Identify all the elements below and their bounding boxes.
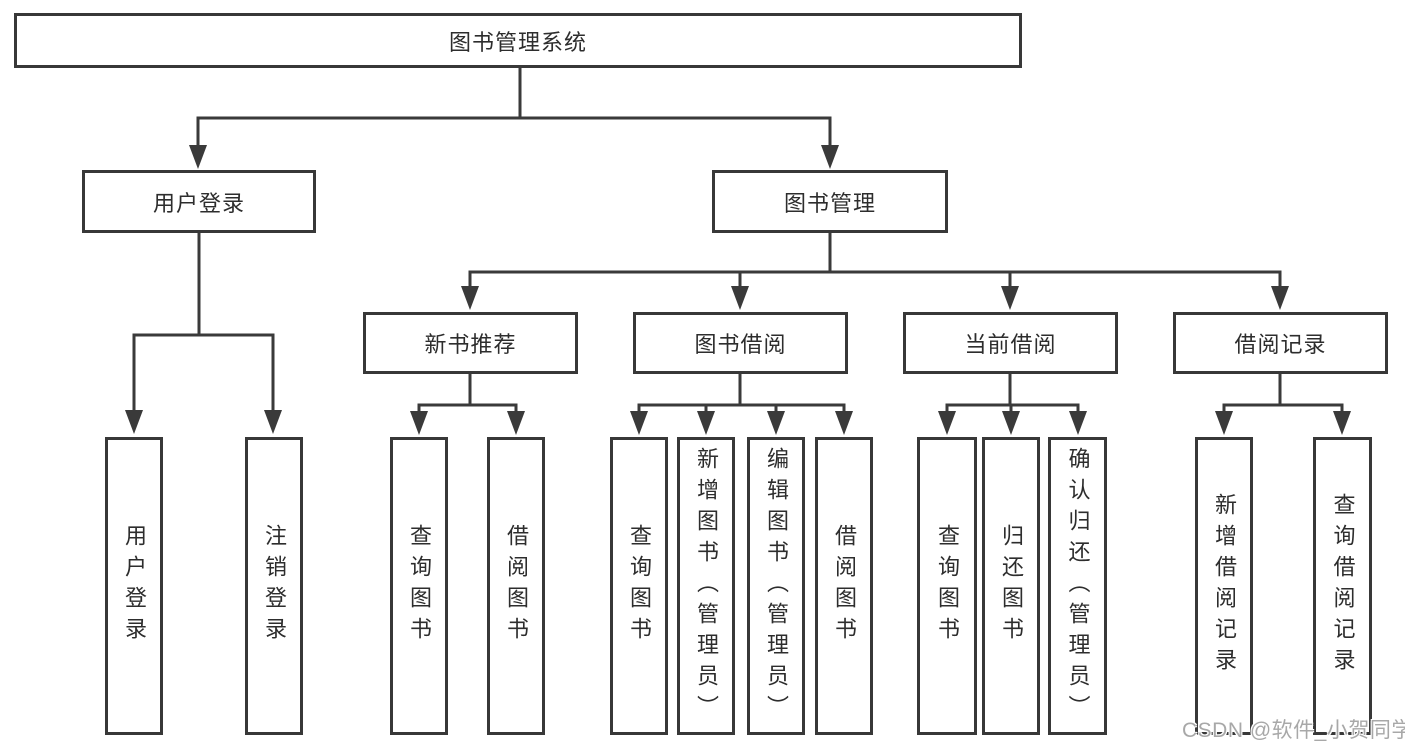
node-new-book-recommendation-label: 新书推荐 bbox=[424, 332, 517, 357]
node-leaf-logout-label: 注销登录 bbox=[262, 524, 287, 648]
watermark: CSDN @软件_小贺同学 bbox=[1182, 719, 1405, 742]
node-borrowing-records: 借阅记录 bbox=[1173, 312, 1388, 374]
node-user-login-label: 用户登录 bbox=[152, 190, 245, 216]
node-leaf-query-borrow-record-label: 查询借阅记录 bbox=[1330, 493, 1356, 679]
node-leaf-edit-book-admin: 编辑图书（管理员） bbox=[747, 437, 805, 735]
node-leaf-confirm-return-admin: 确认归还（管理员） bbox=[1048, 437, 1107, 735]
node-leaf-logout: 注销登录 bbox=[245, 437, 303, 735]
node-book-borrowing: 图书借阅 bbox=[633, 312, 848, 374]
node-leaf-edit-book-admin-label: 编辑图书（管理员） bbox=[764, 446, 789, 726]
node-leaf-borrow-books-recommend: 借阅图书 bbox=[487, 437, 545, 735]
node-leaf-borrow-books-label: 借阅图书 bbox=[832, 524, 857, 648]
node-root: 图书管理系统 bbox=[14, 13, 1022, 68]
node-leaf-query-borrow-record: 查询借阅记录 bbox=[1313, 437, 1372, 735]
node-leaf-query-books-current: 查询图书 bbox=[917, 437, 977, 735]
node-leaf-query-books-borrowing: 查询图书 bbox=[610, 437, 668, 735]
node-leaf-query-books-recommend: 查询图书 bbox=[390, 437, 448, 735]
node-leaf-query-books-recommend-label: 查询图书 bbox=[407, 524, 432, 648]
node-leaf-query-books-current-label: 查询图书 bbox=[935, 524, 960, 648]
node-new-book-recommendation: 新书推荐 bbox=[363, 312, 578, 374]
node-borrowing-records-label: 借阅记录 bbox=[1234, 332, 1327, 357]
node-leaf-user-login: 用户登录 bbox=[105, 437, 163, 735]
node-book-borrowing-label: 图书借阅 bbox=[694, 332, 787, 357]
node-leaf-add-book-admin: 新增图书（管理员） bbox=[677, 437, 735, 735]
node-current-borrowing: 当前借阅 bbox=[903, 312, 1118, 374]
node-leaf-add-borrow-record-label: 新增借阅记录 bbox=[1212, 493, 1237, 679]
node-leaf-return-books-label: 归还图书 bbox=[999, 524, 1024, 648]
node-leaf-return-books: 归还图书 bbox=[982, 437, 1040, 735]
node-leaf-add-borrow-record: 新增借阅记录 bbox=[1195, 437, 1253, 735]
node-root-label: 图书管理系统 bbox=[448, 29, 587, 55]
node-book-management-label: 图书管理 bbox=[783, 190, 876, 216]
node-leaf-confirm-return-admin-label: 确认归还（管理员） bbox=[1065, 446, 1091, 726]
node-current-borrowing-label: 当前借阅 bbox=[964, 332, 1057, 357]
node-leaf-user-login-label: 用户登录 bbox=[122, 524, 147, 648]
node-user-login: 用户登录 bbox=[82, 170, 316, 233]
node-leaf-add-book-admin-label: 新增图书（管理员） bbox=[694, 446, 719, 726]
node-leaf-borrow-books: 借阅图书 bbox=[815, 437, 873, 735]
node-leaf-borrow-books-recommend-label: 借阅图书 bbox=[504, 524, 529, 648]
node-leaf-query-books-borrowing-label: 查询图书 bbox=[627, 524, 652, 648]
node-book-management: 图书管理 bbox=[712, 170, 948, 233]
